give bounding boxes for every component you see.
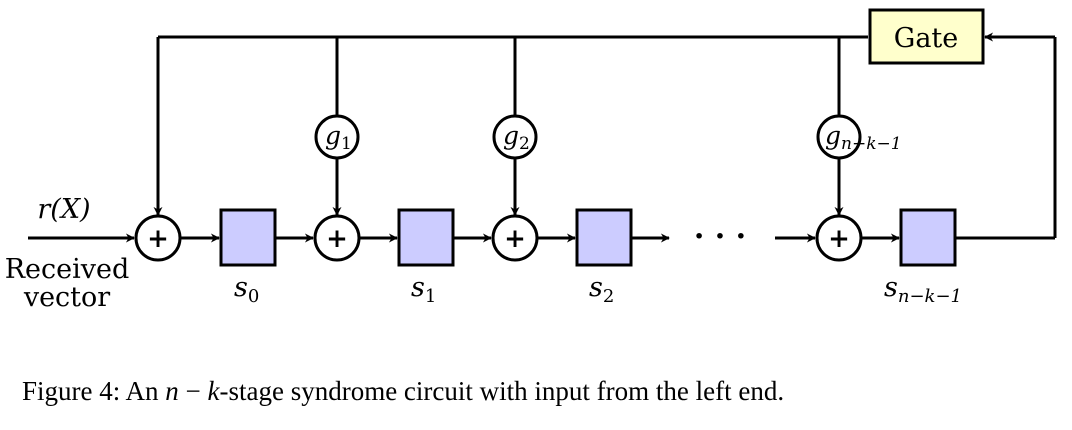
register-s0-label-base: s	[234, 272, 248, 303]
caption-var-k: k	[207, 376, 220, 406]
coefficient-g2: g2	[492, 114, 538, 160]
coefficient-g2-base: g	[503, 121, 519, 150]
register-s2	[575, 208, 633, 267]
adder-0: +	[134, 214, 182, 262]
gate-label: Gate	[894, 23, 959, 54]
ellipsis: · · ·	[694, 219, 746, 254]
adder-2: +	[491, 214, 539, 262]
caption-var-n: n	[165, 376, 179, 406]
coefficient-g2-sub: 2	[519, 134, 530, 154]
figure-caption: Figure 4: An n − k-stage syndrome circui…	[22, 376, 1062, 407]
coefficient-g1-sub: 1	[341, 134, 352, 154]
register-snk1-label-sub: n−k−1	[898, 286, 962, 307]
svg-text:gn−k−1: gn−k−1	[825, 121, 902, 154]
caption-suffix: -stage syndrome circuit with input from …	[219, 376, 785, 406]
coefficient-gnk1-base: g	[825, 121, 841, 150]
input-description-line1: Received	[5, 254, 130, 285]
adder-1: +	[313, 214, 361, 262]
caption-minus: −	[178, 376, 208, 406]
register-snk1-label-base: s	[884, 272, 898, 303]
coefficient-gnk1-sub: n−k−1	[841, 134, 902, 154]
register-snk1-label: sn−k−1	[884, 272, 962, 307]
register-s2-label-base: s	[589, 272, 603, 303]
input-signal-label: r(X)	[37, 194, 90, 225]
register-s1-label-sub: 1	[425, 286, 436, 307]
adder-0-symbol: +	[147, 224, 169, 254]
svg-text:g1: g1	[325, 121, 352, 154]
coefficient-gnk1: gn−k−1	[816, 114, 902, 160]
register-s2-label-sub: 2	[603, 286, 614, 307]
register-snk1	[899, 208, 957, 267]
register-s0-label: s0	[234, 272, 259, 307]
adder-3-symbol: +	[828, 224, 850, 254]
register-s0-label-sub: 0	[248, 286, 259, 307]
coefficient-g1-base: g	[325, 121, 341, 150]
register-s1-label-base: s	[411, 272, 425, 303]
input-description-line2: vector	[23, 282, 110, 313]
register-s1-label: s1	[411, 272, 436, 307]
coefficient-g1: g1	[314, 114, 360, 160]
register-s1	[397, 208, 455, 267]
register-s0	[219, 208, 277, 267]
gate-box	[868, 8, 985, 65]
svg-text:g2: g2	[503, 121, 530, 154]
register-s2-label: s2	[589, 272, 614, 307]
adder-2-symbol: +	[504, 224, 526, 254]
caption-prefix: Figure 4: An	[22, 376, 166, 406]
adder-3: +	[815, 214, 863, 262]
adder-1-symbol: +	[326, 224, 348, 254]
